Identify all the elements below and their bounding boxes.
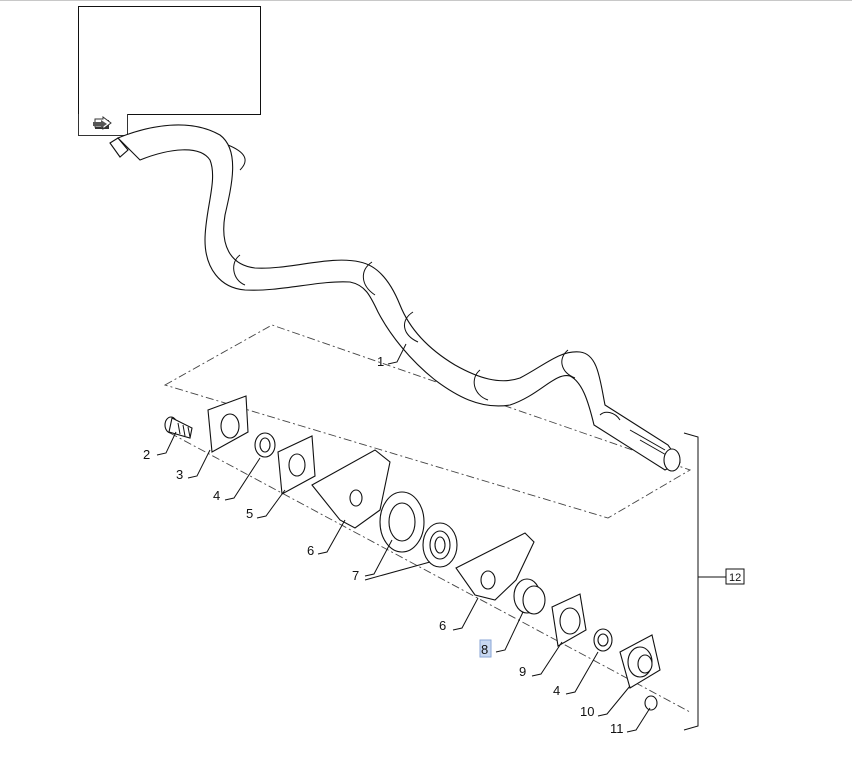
- bearing-part-7: [379, 491, 458, 568]
- callout-11[interactable]: 11: [610, 721, 624, 736]
- callout-7[interactable]: 7: [352, 568, 359, 583]
- callout-2[interactable]: 2: [143, 447, 150, 462]
- callout-12-box[interactable]: 12: [725, 568, 745, 585]
- callout-8[interactable]: 8: [481, 642, 488, 657]
- shaft-part-1: [109, 124, 681, 472]
- callout-1[interactable]: 1: [377, 354, 384, 369]
- nut-part-11: [644, 695, 658, 711]
- reference-tab[interactable]: [78, 114, 128, 136]
- callout-12[interactable]: 12: [729, 572, 741, 584]
- callout-8-highlight: [479, 639, 492, 658]
- leader-lines: [156, 343, 726, 733]
- flange-part-9: [551, 593, 587, 647]
- callout-10[interactable]: 10: [580, 704, 594, 719]
- ring-part-4b: [593, 628, 613, 652]
- arrow-back-icon: [93, 116, 112, 130]
- callout-9[interactable]: 9: [519, 664, 526, 679]
- axis-line: [169, 432, 691, 713]
- callout-3[interactable]: 3: [176, 467, 183, 482]
- sleeve-part-8: [513, 578, 546, 615]
- callout-5[interactable]: 5: [246, 506, 253, 521]
- flange-plate-part-5: [277, 435, 316, 495]
- callout-4a[interactable]: 4: [213, 488, 220, 503]
- bracket-part-6b: [455, 532, 535, 601]
- callout-6a[interactable]: 6: [307, 543, 314, 558]
- flange-plate-part-3: [207, 395, 249, 453]
- callout-6b[interactable]: 6: [439, 618, 446, 633]
- reference-image-box: [78, 6, 261, 115]
- ring-part-4a: [254, 432, 276, 458]
- assembly-outline: [163, 324, 692, 519]
- top-divider: [0, 0, 852, 1]
- bracket-part-6a: [311, 449, 391, 529]
- callout-4b[interactable]: 4: [553, 683, 560, 698]
- housing-part-10: [619, 634, 661, 689]
- bolt-part-2: [164, 416, 193, 439]
